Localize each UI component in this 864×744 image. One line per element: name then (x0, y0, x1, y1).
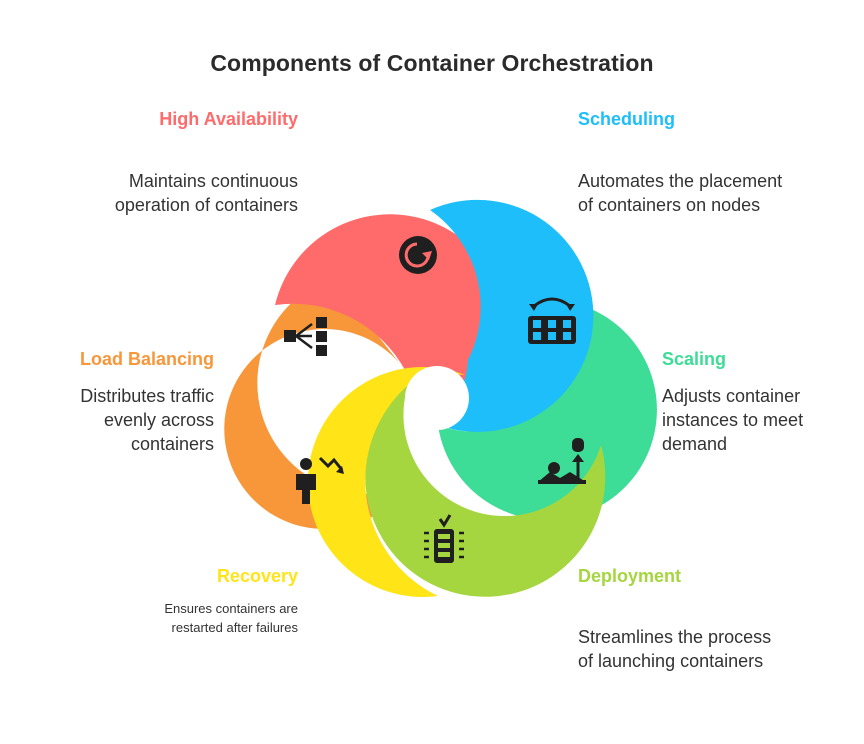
scaling-desc-line: instances to meet (662, 410, 804, 430)
load-balancing-desc-line: Distributes traffic (80, 386, 214, 406)
scaling-desc-line: Adjusts container (662, 386, 801, 406)
recovery-description: Ensures containers are restarted after f… (164, 599, 298, 637)
recovery-petal (307, 367, 465, 598)
load-balancing-label: Load Balancing (79, 349, 214, 369)
high-availability-desc-line: operation of containers (114, 195, 298, 215)
load-balancing-desc-line: containers (130, 434, 214, 454)
high-availability-petal (275, 214, 509, 405)
load-balancing-description: Distributes traffic evenly across contai… (80, 384, 214, 456)
load-balancing-petal (224, 278, 405, 529)
scale-up-icon (538, 438, 586, 484)
diagram-title: Components of Container Orchestration (210, 50, 654, 76)
recovery-label: Recovery (216, 566, 298, 586)
server-deploy-icon (424, 514, 464, 563)
power-restart-icon (399, 236, 437, 274)
scheduling-desc-line: Automates the placement (578, 171, 783, 191)
deployment-desc-line: Streamlines the process (578, 627, 772, 647)
deployment-label: Deployment (578, 566, 682, 586)
load-balancing-desc-line: evenly across (103, 410, 214, 430)
scheduling-desc-line: of containers on nodes (578, 195, 761, 215)
scaling-description: Adjusts container instances to meet dema… (662, 384, 803, 456)
deployment-petal (365, 385, 606, 597)
recovery-desc-line: restarted after failures (171, 620, 298, 635)
traffic-distribution-icon (284, 317, 327, 356)
recovery-desc-line: Ensures containers are (164, 601, 298, 616)
scaling-label: Scaling (662, 349, 727, 369)
scheduling-petal (430, 199, 594, 432)
scheduling-description: Automates the placement of containers on… (578, 169, 782, 217)
scheduling-label: Scheduling (578, 109, 676, 129)
deployment-desc-line: of launching containers (578, 651, 764, 671)
person-recovery-icon (296, 456, 344, 504)
deployment-description: Streamlines the process of launching con… (578, 625, 771, 673)
node-transfer-icon (528, 297, 576, 344)
high-availability-desc-line: Maintains continuous (128, 171, 298, 191)
scaling-desc-line: demand (662, 434, 728, 454)
high-availability-description: Maintains continuous operation of contai… (115, 169, 298, 217)
high-availability-label: High Availability (159, 109, 298, 129)
